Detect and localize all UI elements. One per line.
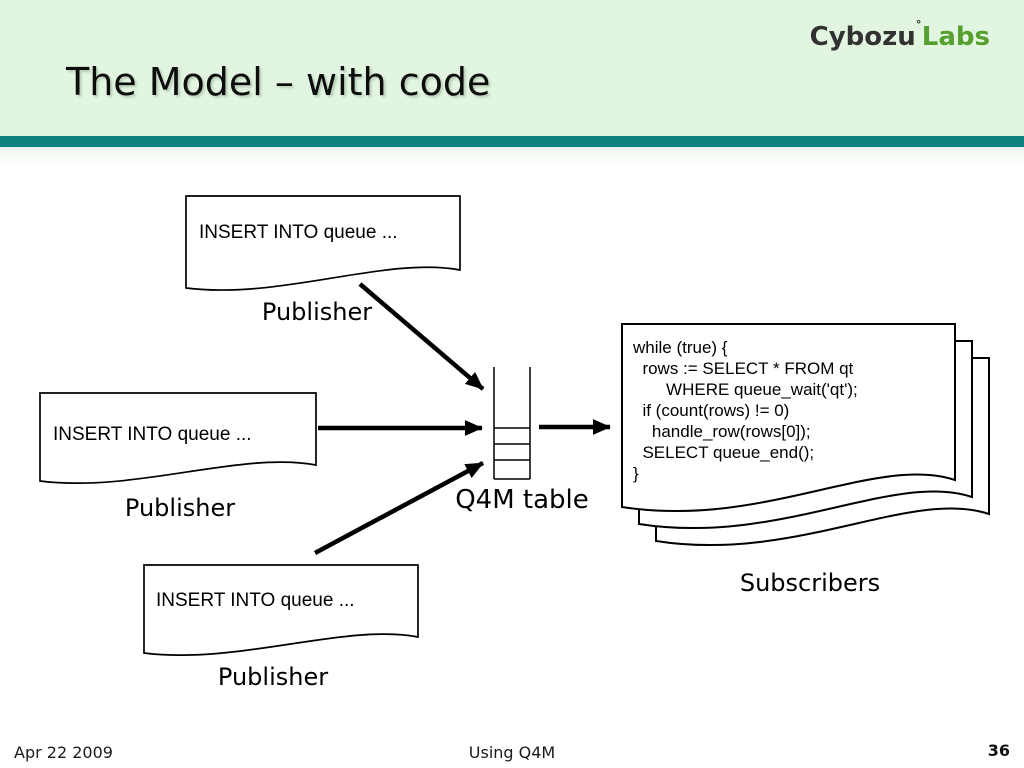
footer-title: Using Q4M bbox=[468, 743, 556, 762]
publisher-doc-bottom bbox=[143, 564, 419, 657]
subscribers-label: Subscribers bbox=[739, 569, 881, 597]
page-title: The Model – with code bbox=[66, 60, 491, 104]
header-banner bbox=[0, 0, 1024, 136]
q4m-table-label: Q4M table bbox=[455, 485, 589, 515]
publisher-bottom-box-text: INSERT INTO queue ... bbox=[156, 590, 355, 611]
publisher-doc-top bbox=[185, 195, 461, 291]
subscriber-doc-front bbox=[621, 323, 956, 513]
publisher-middle-box-text: INSERT INTO queue ... bbox=[53, 424, 252, 445]
publisher-top-label: Publisher bbox=[261, 298, 373, 326]
header-divider-fade bbox=[0, 147, 1024, 165]
publisher-doc-middle bbox=[39, 392, 317, 485]
publisher-bottom-label: Publisher bbox=[217, 663, 329, 691]
footer-date: Apr 22 2009 bbox=[14, 743, 113, 762]
cybozu-labs-logo: Cybozu˚Labs bbox=[810, 20, 990, 52]
arrow-bottom-publisher-to-queue bbox=[313, 461, 485, 555]
logo-text-labs: Labs bbox=[921, 22, 990, 52]
subscriber-code-block: while (true) { rows := SELECT * FROM qt … bbox=[633, 338, 858, 483]
header-divider-bar bbox=[0, 136, 1024, 147]
logo-text-cybozu: Cybozu bbox=[809, 22, 916, 52]
publisher-top-box-text: INSERT INTO queue ... bbox=[199, 222, 398, 243]
footer-page-number: 36 bbox=[987, 741, 1010, 760]
logo-degree-mark: ˚ bbox=[915, 20, 922, 34]
publisher-middle-label: Publisher bbox=[124, 494, 236, 522]
arrow-top-publisher-to-queue bbox=[358, 282, 485, 391]
q4m-queue-shape bbox=[493, 367, 531, 480]
